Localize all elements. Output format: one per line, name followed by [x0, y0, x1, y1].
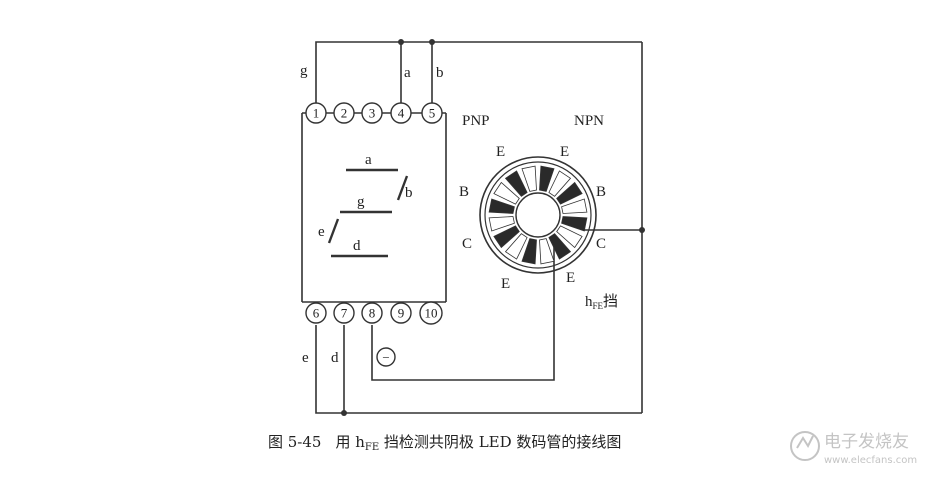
socket-blade: [493, 225, 520, 249]
pin-2: 2: [333, 102, 355, 124]
socket-blade: [521, 238, 537, 265]
pin-label: 6: [313, 306, 320, 321]
wire-e: [315, 325, 642, 414]
socket-blade: [556, 225, 583, 249]
pin-label: 5: [429, 106, 436, 121]
npn-c-label: C: [596, 236, 606, 252]
hfe-suffix: 挡: [603, 292, 618, 310]
npn-label: NPN: [574, 113, 604, 129]
pin-label: 1: [313, 106, 320, 121]
caption-number: 图 5-45: [268, 433, 321, 451]
socket-blade: [488, 216, 515, 232]
negative-terminal: −: [376, 347, 396, 367]
caption-prefix: 用 h: [335, 433, 365, 451]
socket-blade: [539, 165, 555, 192]
socket-blade: [539, 238, 555, 265]
pin-5: 5: [421, 102, 443, 124]
watermark: 电子发烧友 www.elecfans.com: [790, 431, 917, 466]
hfe-subscript: FE: [593, 301, 604, 311]
socket-outer-ring: [479, 156, 597, 274]
socket-inner-ring: [484, 161, 592, 269]
pin-7: 7: [333, 302, 355, 324]
wires: [315, 39, 645, 416]
module-edges: [302, 112, 446, 303]
socket-blade: [548, 170, 572, 197]
minus-icon: −: [382, 350, 389, 365]
socket-blade: [488, 198, 515, 214]
segment-label-b: b: [405, 185, 413, 201]
npn-e-bottom-label: E: [566, 270, 575, 286]
segment-label-g: g: [357, 194, 365, 210]
wire-label-b: b: [436, 65, 444, 81]
junction-a: [398, 39, 404, 45]
socket-blade: [504, 170, 528, 197]
pnp-b-label: B: [459, 184, 469, 200]
socket-blade: [556, 181, 583, 205]
socket-blade: [548, 233, 572, 260]
socket-blades: [488, 165, 588, 265]
segment-e: [327, 218, 340, 244]
hfe-h: h: [585, 294, 593, 310]
pnp-e-bottom-label: E: [501, 276, 510, 292]
wire-label-g: g: [300, 63, 308, 79]
pin-4: 4: [390, 102, 412, 124]
led-display-module: [301, 112, 447, 303]
caption-rest: 挡检测共阴极 LED 数码管的接线图: [379, 433, 621, 451]
pnp-c-label: C: [462, 236, 472, 252]
pin-8: 8: [361, 302, 383, 324]
segment-label-d: d: [353, 238, 361, 254]
hfe-range-label: hFE挡: [585, 292, 618, 311]
npn-e-top-label: E: [560, 144, 569, 160]
pin-label: 4: [398, 106, 405, 121]
junction-b: [429, 39, 435, 45]
lit-segments: [327, 168, 409, 258]
wire-label-d: d: [331, 350, 339, 366]
segment-b: [396, 175, 409, 201]
pin-3: 3: [361, 102, 383, 124]
pin-label: 8: [369, 306, 376, 321]
junction-d: [341, 410, 347, 416]
bottom-pin-row: 6 7 8 9 10: [305, 301, 443, 325]
wire-label-a: a: [404, 65, 411, 81]
wire-label-e: e: [302, 350, 309, 366]
watermark-brand: 电子发烧友: [824, 432, 909, 452]
pin-label: 10: [425, 306, 438, 321]
socket-blade: [504, 233, 528, 260]
pin-label: 7: [341, 306, 348, 321]
socket-blade: [561, 216, 588, 232]
top-pin-row: 1 2 3 4 5: [305, 102, 443, 124]
watermark-url: www.elecfans.com: [824, 455, 917, 466]
wire-g: [315, 41, 642, 103]
figure-caption: 图 5-45 用 hFE 挡检测共阴极 LED 数码管的接线图: [268, 433, 621, 453]
hfe-socket: [479, 156, 597, 274]
socket-blade: [521, 165, 537, 192]
pin-1: 1: [305, 102, 327, 124]
pin-label: 2: [341, 106, 348, 121]
pin-label: 3: [369, 106, 376, 121]
watermark-logo-icon: [790, 431, 820, 461]
segment-label-a: a: [365, 152, 372, 168]
socket-center: [515, 192, 561, 238]
socket-blade: [561, 198, 588, 214]
socket-blade: [493, 181, 520, 205]
npn-b-label: B: [596, 184, 606, 200]
pin-label: 9: [398, 306, 405, 321]
pin-10: 10: [419, 301, 443, 325]
pin-6: 6: [305, 302, 327, 324]
caption-subscript: FE: [365, 442, 379, 453]
segment-label-e: e: [318, 224, 325, 240]
pnp-label: PNP: [462, 113, 490, 129]
junction-npn-c: [639, 227, 645, 233]
pin-9: 9: [390, 302, 412, 324]
pnp-e-top-label: E: [496, 144, 505, 160]
module-sides: [301, 113, 447, 302]
wire-pin8-negative: [371, 243, 555, 381]
